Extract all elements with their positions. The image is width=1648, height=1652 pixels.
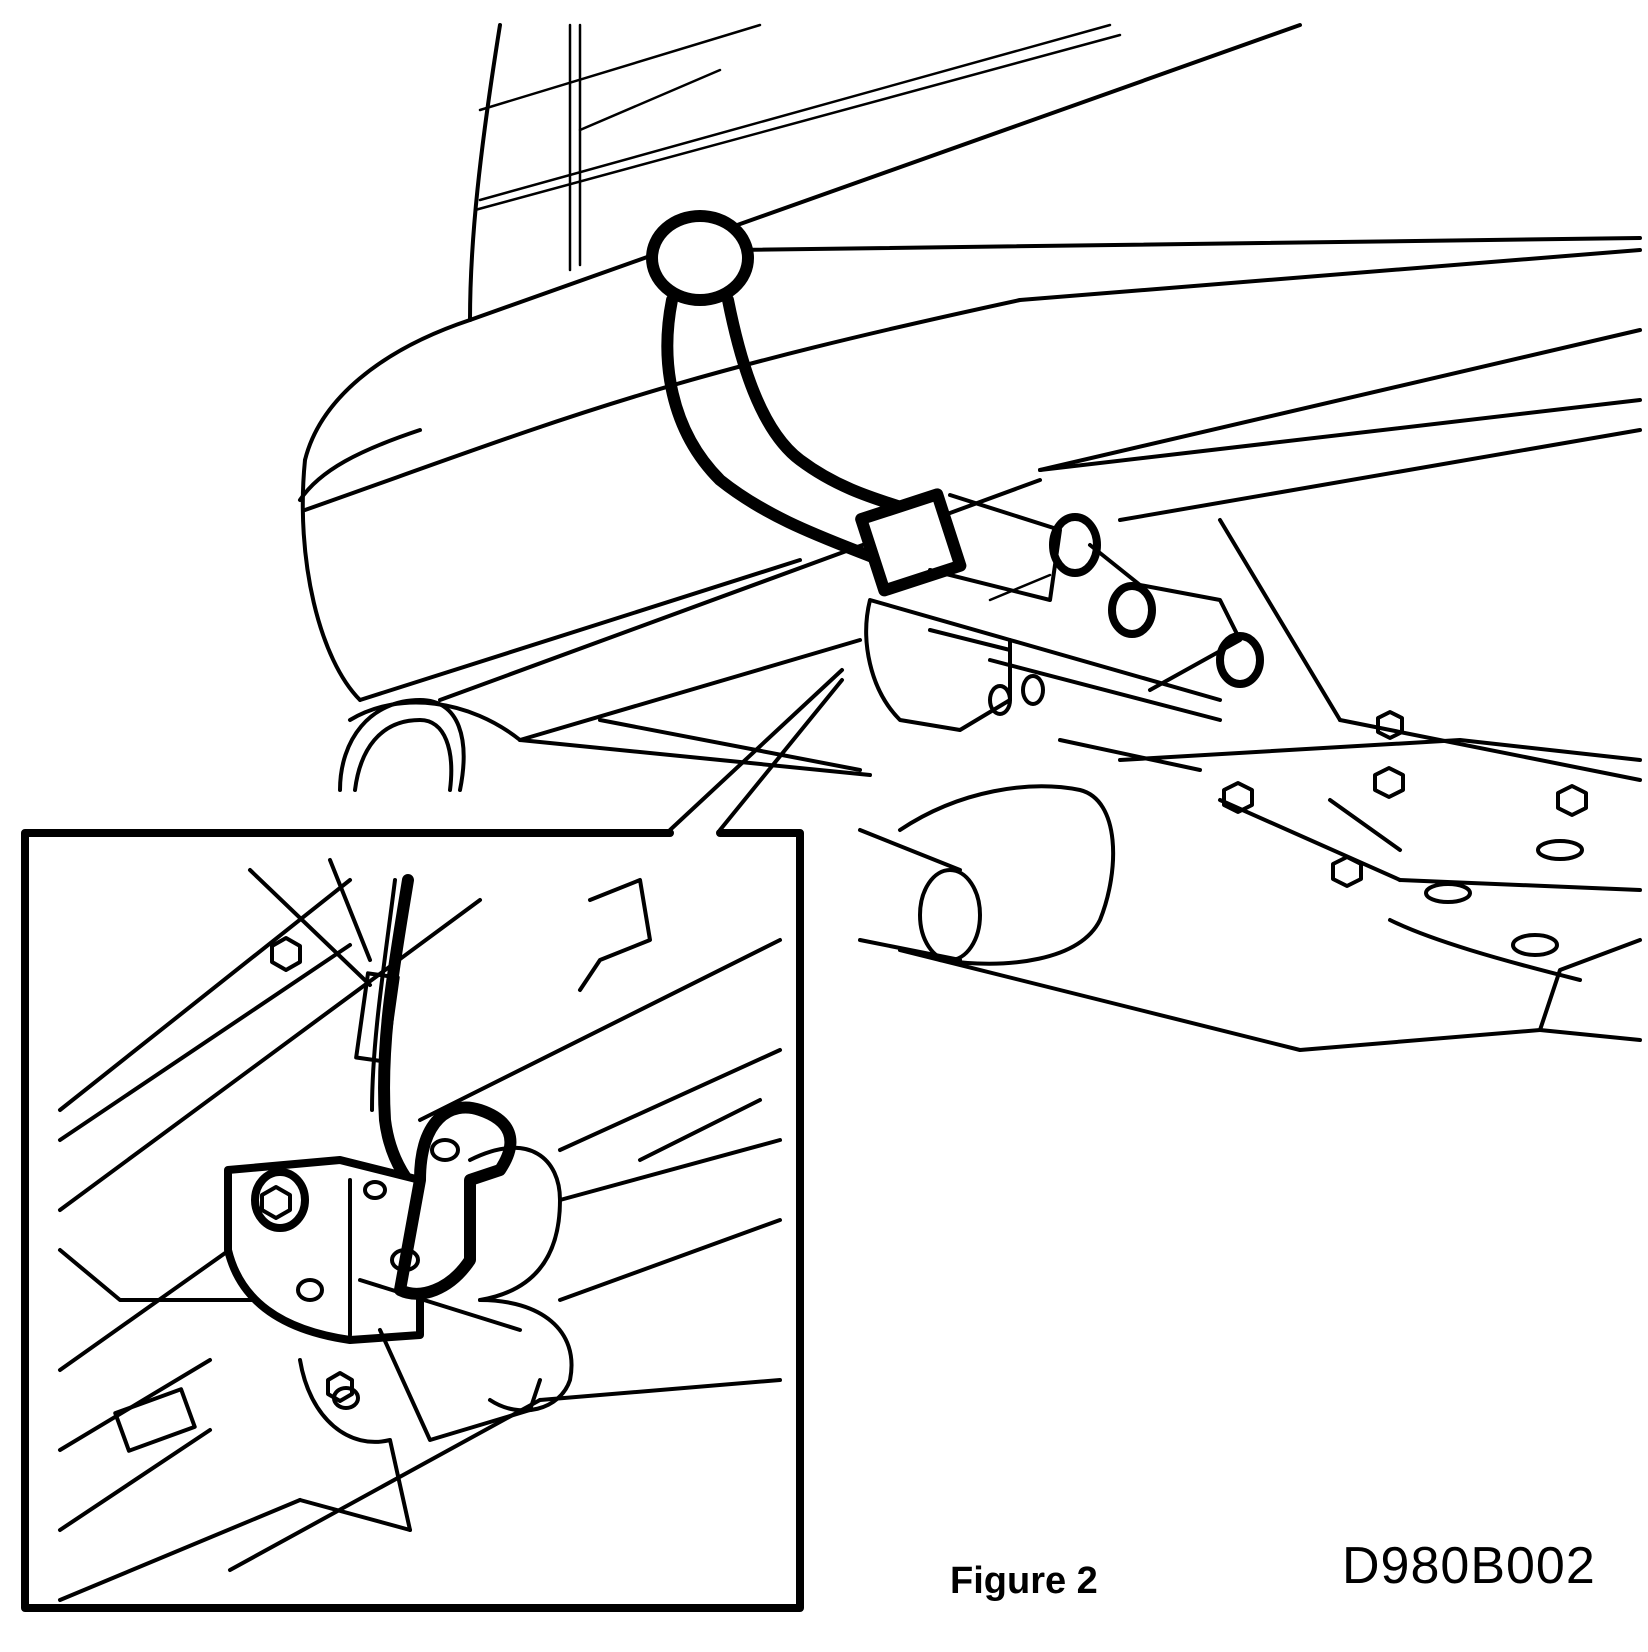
drawing-code: D980B002 — [1342, 1537, 1596, 1595]
callout-leader — [668, 668, 844, 832]
frame-bolt — [1216, 632, 1264, 688]
hex-nut — [270, 936, 302, 972]
hex-nut — [1373, 766, 1405, 799]
hex-nut — [1331, 855, 1363, 888]
tow-bar-coupling — [855, 488, 967, 597]
exhaust-silencer — [858, 784, 1642, 1052]
tow-ball — [646, 210, 754, 306]
hex-nut — [1376, 710, 1404, 740]
vehicle-chassis — [1058, 518, 1642, 957]
frame-bolt — [1108, 582, 1156, 638]
tow-ball-assembly — [646, 210, 1222, 732]
hex-nut — [1556, 784, 1588, 817]
vehicle-body — [298, 23, 1642, 792]
bracket-bolt — [251, 1168, 309, 1232]
figure-caption: Figure 2 — [950, 1560, 1098, 1602]
lock-knob — [1049, 513, 1101, 577]
hex-nut — [326, 1371, 354, 1403]
hex-nut — [1222, 781, 1254, 814]
detail-inset — [21, 829, 804, 1612]
